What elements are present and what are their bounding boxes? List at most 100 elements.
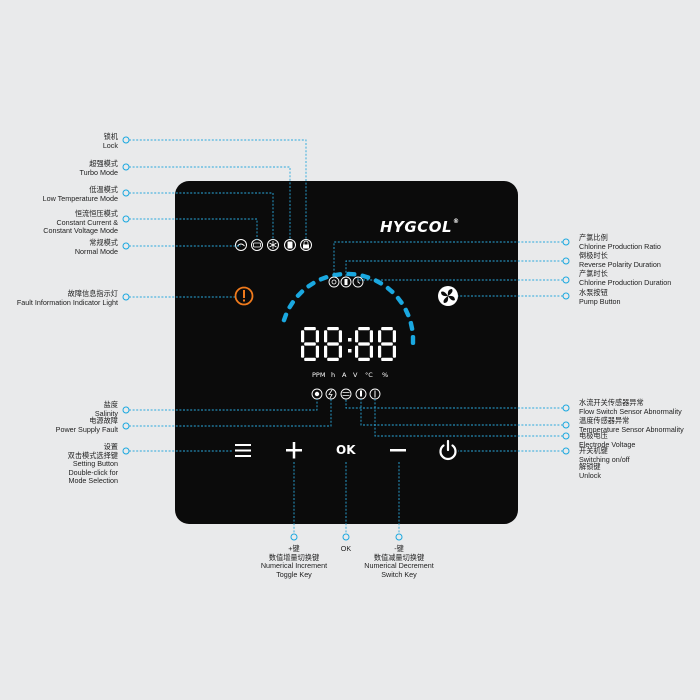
label-en: Switch Key bbox=[381, 569, 417, 579]
label-zh: 低温模式 bbox=[89, 185, 118, 194]
arc-segment bbox=[295, 289, 305, 298]
arc-segment bbox=[360, 273, 371, 280]
label-zh: 设置 bbox=[103, 442, 118, 451]
callout-dot bbox=[122, 422, 130, 430]
label-zh: 故障信息指示灯 bbox=[67, 289, 118, 298]
callout-dot bbox=[122, 163, 130, 171]
label-en: Fault Information Indicator Light bbox=[16, 297, 118, 307]
label-zh: 温度传感器异常 bbox=[579, 416, 630, 425]
label-zh: OK bbox=[340, 544, 352, 553]
callout-line bbox=[129, 399, 318, 411]
minus-button[interactable] bbox=[390, 449, 406, 452]
arc-segment bbox=[318, 275, 329, 282]
label-en: 数值增量切换键 bbox=[268, 552, 320, 562]
fault-indicator-icon bbox=[234, 286, 254, 306]
callout-line bbox=[333, 241, 563, 277]
normal-mode-icon bbox=[235, 239, 247, 251]
lock-icon bbox=[300, 239, 312, 251]
snowflake-icon bbox=[267, 239, 279, 251]
power-fault-icon bbox=[325, 388, 337, 400]
callout-dot bbox=[122, 189, 130, 197]
label-zh: 产氯时长 bbox=[579, 269, 608, 278]
digit-segment bbox=[304, 342, 316, 346]
callout-dot bbox=[122, 215, 130, 223]
arc-segment bbox=[346, 271, 357, 277]
menu-icon[interactable] bbox=[235, 444, 251, 446]
digit-segment bbox=[324, 345, 328, 358]
callout-dot bbox=[395, 533, 403, 541]
arc-segment bbox=[306, 280, 316, 289]
label-en: Switching on/off bbox=[579, 454, 630, 464]
ok-button[interactable]: OK bbox=[336, 443, 356, 457]
unit-label: V bbox=[353, 371, 358, 379]
digit-segment bbox=[327, 342, 339, 346]
brand-logo: HYGCOL® bbox=[380, 218, 460, 236]
digit-segment bbox=[392, 345, 396, 358]
label-en: Lock bbox=[102, 140, 118, 150]
label-en: Flow Switch Sensor Abnormality bbox=[579, 406, 682, 416]
callout-dot bbox=[562, 292, 570, 300]
digit-segment bbox=[304, 357, 316, 361]
label-zh: 开关机键 bbox=[579, 446, 608, 455]
device-panel bbox=[175, 181, 518, 524]
label-zh: -键 bbox=[394, 544, 404, 553]
menu-button[interactable] bbox=[235, 444, 251, 457]
digit-segment bbox=[301, 345, 305, 358]
digit-segment bbox=[381, 342, 393, 346]
label-en: Pump Button bbox=[579, 296, 621, 306]
callout-dot bbox=[342, 533, 350, 541]
callout-line bbox=[345, 260, 563, 277]
label-en: Mode Selection bbox=[68, 476, 118, 486]
arc-segment bbox=[403, 307, 411, 318]
power-button[interactable] bbox=[439, 439, 457, 461]
label-en: Temperature Sensor Abnormality bbox=[579, 424, 684, 434]
power-icon[interactable] bbox=[439, 444, 457, 461]
label-zh: 电源故障 bbox=[89, 416, 118, 425]
label-en: Constant Current & bbox=[56, 217, 118, 227]
digit-segment bbox=[381, 357, 393, 361]
callout-dot bbox=[122, 242, 130, 250]
label-en: Power Supply Fault bbox=[55, 424, 118, 434]
callout-line bbox=[129, 218, 258, 240]
chlorine-duration-icon bbox=[352, 276, 364, 288]
callout-line bbox=[345, 399, 563, 409]
callout-dot bbox=[562, 276, 570, 284]
label-zh: 锁机 bbox=[103, 132, 118, 141]
callout-line bbox=[360, 399, 563, 426]
label-zh: 电极电压 bbox=[579, 431, 608, 440]
label-zh: 常规模式 bbox=[89, 238, 118, 247]
digit-segment bbox=[327, 327, 339, 331]
unit-label: PPM bbox=[312, 371, 326, 379]
label-en: Numerical Increment bbox=[260, 561, 328, 571]
callout-line bbox=[129, 192, 274, 240]
label-en: Setting Button bbox=[72, 459, 118, 469]
callout-dot bbox=[122, 293, 130, 301]
callout-dot bbox=[562, 447, 570, 455]
label-en: Normal Mode bbox=[74, 246, 118, 256]
callout-dot bbox=[290, 533, 298, 541]
turbo-icon bbox=[284, 239, 296, 251]
plus-button[interactable] bbox=[286, 442, 302, 459]
digit-segment bbox=[358, 327, 370, 331]
digit-segment bbox=[301, 330, 305, 343]
callout-dot bbox=[562, 257, 570, 265]
label-zh: 水泵按钮 bbox=[579, 288, 608, 297]
level-arc bbox=[281, 271, 416, 345]
digit-segment bbox=[381, 327, 393, 331]
label-en: Turbo Mode bbox=[79, 167, 119, 177]
label-zh: +键 bbox=[288, 544, 300, 553]
arc-segment bbox=[395, 295, 404, 305]
digit-segment bbox=[355, 345, 359, 358]
